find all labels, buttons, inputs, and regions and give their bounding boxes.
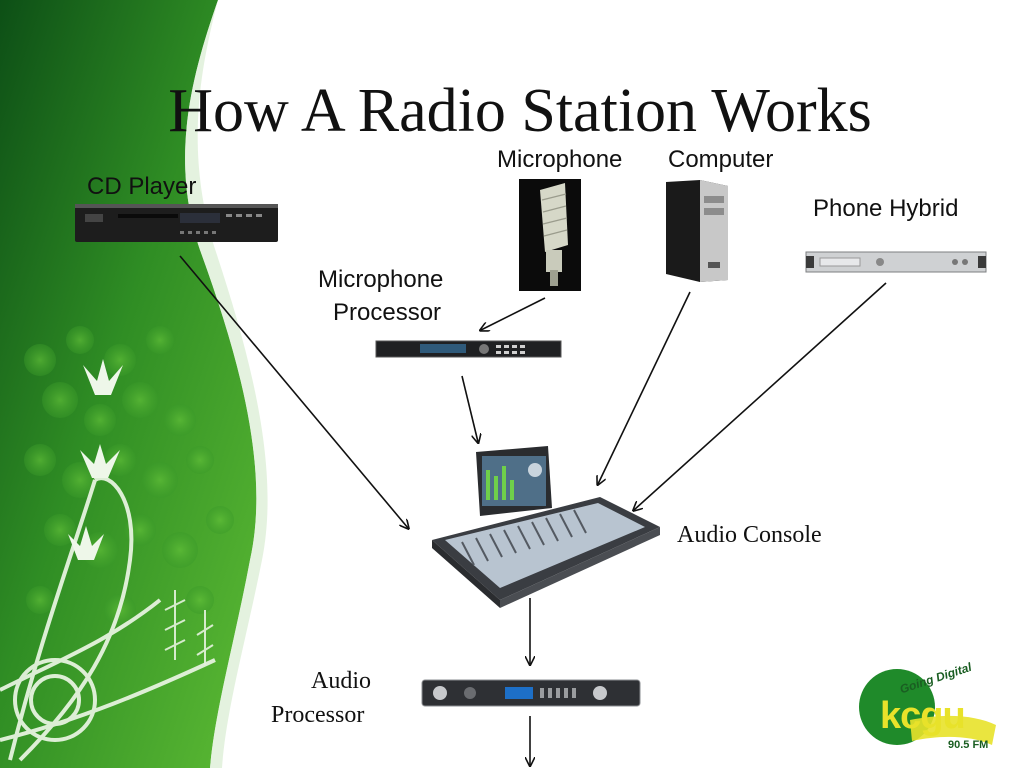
label-microphone-processor-line2: Processor xyxy=(333,299,442,326)
page-title: How A Radio Station Works xyxy=(168,77,872,145)
audio-processor-image xyxy=(421,679,641,707)
arrow-hybrid-to-console xyxy=(634,282,887,510)
audio-console-image xyxy=(432,446,660,608)
label-audio-processor-line1: Audio xyxy=(311,668,371,694)
logo-brand: kcgu xyxy=(880,695,966,737)
label-cd-player: CD Player xyxy=(87,173,197,200)
label-phone-hybrid: Phone Hybrid xyxy=(813,195,959,222)
arrow-cd-to-console xyxy=(179,255,408,528)
phone-hybrid-image xyxy=(805,251,987,273)
label-microphone: Microphone xyxy=(497,146,623,173)
microphone-image xyxy=(519,179,581,291)
cd-player-image xyxy=(75,204,278,242)
label-audio-processor-line2: Processor xyxy=(271,702,365,728)
station-logo: kcgu Going Digital 90.5 FM xyxy=(850,660,1000,760)
microphone-processor-image xyxy=(375,340,562,358)
logo-frequency: 90.5 FM xyxy=(948,739,989,751)
computer-image xyxy=(666,180,728,282)
arrow-processor-to-console xyxy=(461,375,478,442)
label-microphone-processor-line1: Microphone xyxy=(318,266,444,293)
arrow-mic-to-processor xyxy=(481,297,546,330)
arrow-computer-to-console xyxy=(598,291,691,484)
label-audio-console: Audio Console xyxy=(677,522,822,548)
label-computer: Computer xyxy=(668,146,774,173)
